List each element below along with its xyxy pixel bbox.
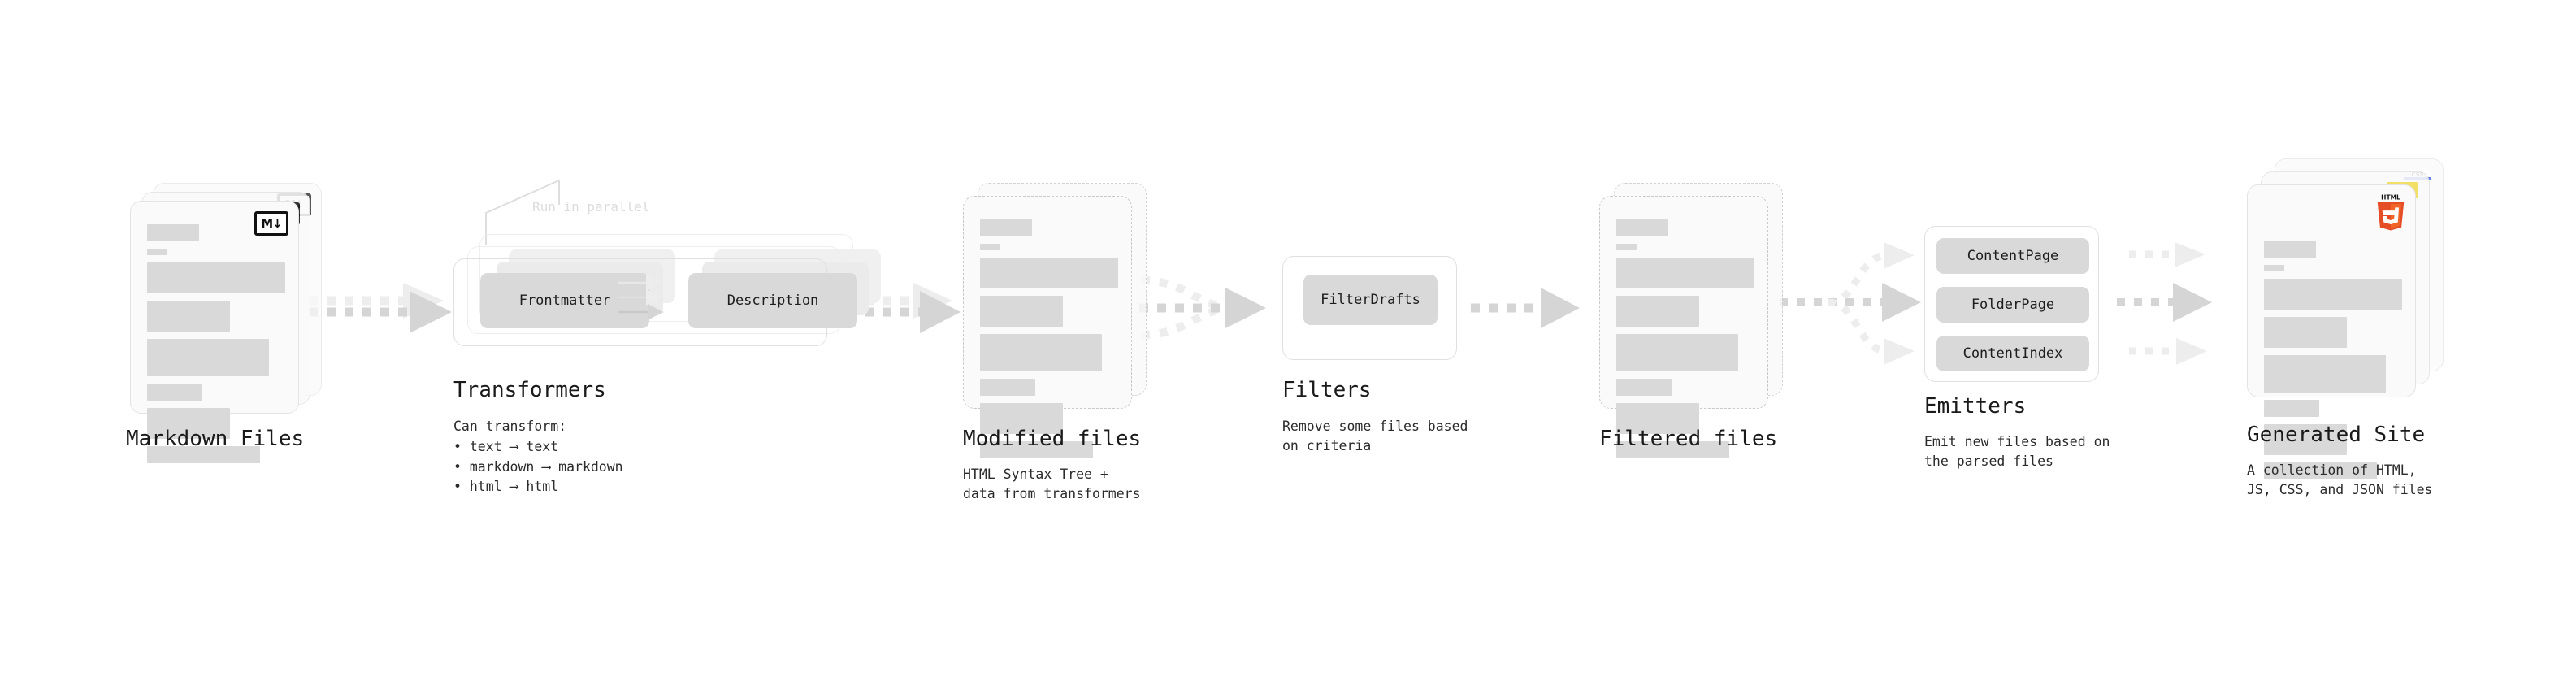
- skeleton-bar: [980, 441, 1094, 458]
- connector-filters-to-filtered: [1471, 288, 1580, 328]
- skeleton-bar: [980, 296, 1063, 327]
- skeleton-bar: [2264, 424, 2347, 455]
- caption-modified-files: Modified files: [963, 427, 1142, 451]
- stage-modified-files: [963, 183, 1150, 458]
- modified-card-front: [963, 196, 1132, 458]
- skeleton-bar: [2264, 462, 2378, 479]
- subcaption-transformers: Can transform: • text ⟶ text • markdown …: [453, 417, 623, 497]
- skeleton-bar: [980, 334, 1102, 371]
- skeleton-bar: [1616, 403, 1699, 434]
- modified-skeleton: [980, 219, 1118, 466]
- transformer-inner-arrows: [618, 275, 664, 320]
- filtered-card-front: [1599, 196, 1768, 458]
- transformers-line-2: • markdown ⟶ markdown: [453, 458, 623, 475]
- filtered-skeleton: [1616, 219, 1754, 466]
- caption-markdown-files: Markdown Files: [126, 427, 305, 451]
- filters-line-1: on criteria: [1282, 437, 1372, 453]
- plugin-chip-folderpage[interactable]: FolderPage: [1936, 287, 2089, 323]
- plugin-chip-contentindex[interactable]: ContentIndex: [1936, 336, 2089, 371]
- subcaption-modified-files: HTML Syntax Tree + data from transformer…: [963, 465, 1141, 504]
- connector-filtered-to-emitters: [1780, 242, 1921, 365]
- html5-icon: HTML: [2377, 193, 2405, 231]
- site-line-0: A collection of HTML,: [2247, 462, 2417, 478]
- skeleton-bar: [980, 244, 1000, 250]
- skeleton-bar: [2264, 317, 2347, 348]
- filters-line-0: Remove some files based: [1282, 419, 1468, 434]
- connector-emitters-to-site: [2117, 242, 2212, 365]
- caption-filtered-files: Filtered files: [1599, 427, 1778, 451]
- skeleton-bar: [147, 408, 230, 439]
- skeleton-bar: [147, 224, 199, 241]
- caption-generated-site: Generated Site: [2247, 423, 2426, 447]
- stage-filtered-files: [1599, 183, 1786, 458]
- skeleton-bar: [147, 262, 285, 293]
- skeleton-bar: [980, 258, 1118, 288]
- site-line-1: JS, CSS, and JSON files: [2247, 481, 2433, 497]
- plugin-chip-contentpage[interactable]: ContentPage: [1936, 238, 2089, 274]
- modified-line-0: HTML Syntax Tree +: [963, 466, 1108, 482]
- emitters-line-0: Emit new files based on: [1924, 434, 2110, 449]
- skeleton-bar: [2264, 355, 2386, 393]
- skeleton-bar: [1616, 334, 1738, 371]
- subcaption-filters: Remove some files based on criteria: [1282, 417, 1468, 456]
- skeleton-bar: [1616, 441, 1730, 458]
- svg-text:HTML: HTML: [2381, 193, 2400, 201]
- skeleton-bar: [1616, 219, 1668, 236]
- annotation-run-in-parallel: Run in parallel: [532, 199, 650, 215]
- skeleton-bar: [980, 379, 1035, 396]
- skeleton-bar: [147, 446, 261, 463]
- subcaption-generated-site: A collection of HTML, JS, CSS, and JSON …: [2247, 461, 2432, 500]
- caption-emitters: Emitters: [1924, 394, 2027, 419]
- connector-md-to-transformers: [309, 283, 452, 333]
- stage-markdown-files: M↓ M↓ M↓: [130, 183, 325, 463]
- transformers-line-0: Can transform:: [453, 419, 567, 434]
- skeleton-bar: [1616, 258, 1754, 288]
- skeleton-bar: [2264, 265, 2284, 271]
- skeleton-bar: [980, 219, 1032, 236]
- site-skeleton: [2264, 241, 2402, 487]
- skeleton-bar: [980, 403, 1063, 434]
- emitters-box[interactable]: ContentPage FolderPage ContentIndex: [1924, 226, 2099, 382]
- transformer-layer-front[interactable]: Frontmatter Description: [453, 258, 857, 346]
- skeleton-bar: [147, 339, 269, 376]
- plugin-chip-description[interactable]: Description: [688, 273, 857, 328]
- transformers-line-3: • html ⟶ html: [453, 479, 559, 495]
- plugin-chip-filterdrafts[interactable]: FilterDrafts: [1303, 275, 1438, 325]
- modified-line-1: data from transformers: [963, 485, 1141, 501]
- filters-box[interactable]: FilterDrafts: [1282, 256, 1457, 360]
- skeleton-bar: [2264, 400, 2319, 417]
- skeleton-bar: [147, 384, 202, 401]
- skeleton-bar: [1616, 379, 1672, 396]
- markdown-icon: M↓: [254, 211, 288, 236]
- skeleton-bar: [2264, 279, 2402, 310]
- site-card-html: HTML: [2247, 184, 2416, 479]
- skeleton-bar: [1616, 296, 1699, 327]
- skeleton-bar: [1616, 244, 1637, 250]
- subcaption-emitters: Emit new files based on the parsed files: [1924, 432, 2110, 471]
- skeleton-bar: [2264, 241, 2316, 258]
- caption-transformers: Transformers: [453, 378, 606, 402]
- emitters-line-1: the parsed files: [1924, 453, 2053, 469]
- markdown-skeleton: [147, 224, 285, 471]
- connector-modified-to-filters: [1139, 276, 1266, 339]
- stage-generated-site: CSS HTML: [2247, 158, 2450, 479]
- caption-filters: Filters: [1282, 378, 1372, 402]
- markdown-card-front: M↓: [130, 201, 299, 463]
- skeleton-bar: [147, 249, 167, 255]
- skeleton-bar: [147, 301, 230, 332]
- transformers-line-1: • text ⟶ text: [453, 438, 559, 454]
